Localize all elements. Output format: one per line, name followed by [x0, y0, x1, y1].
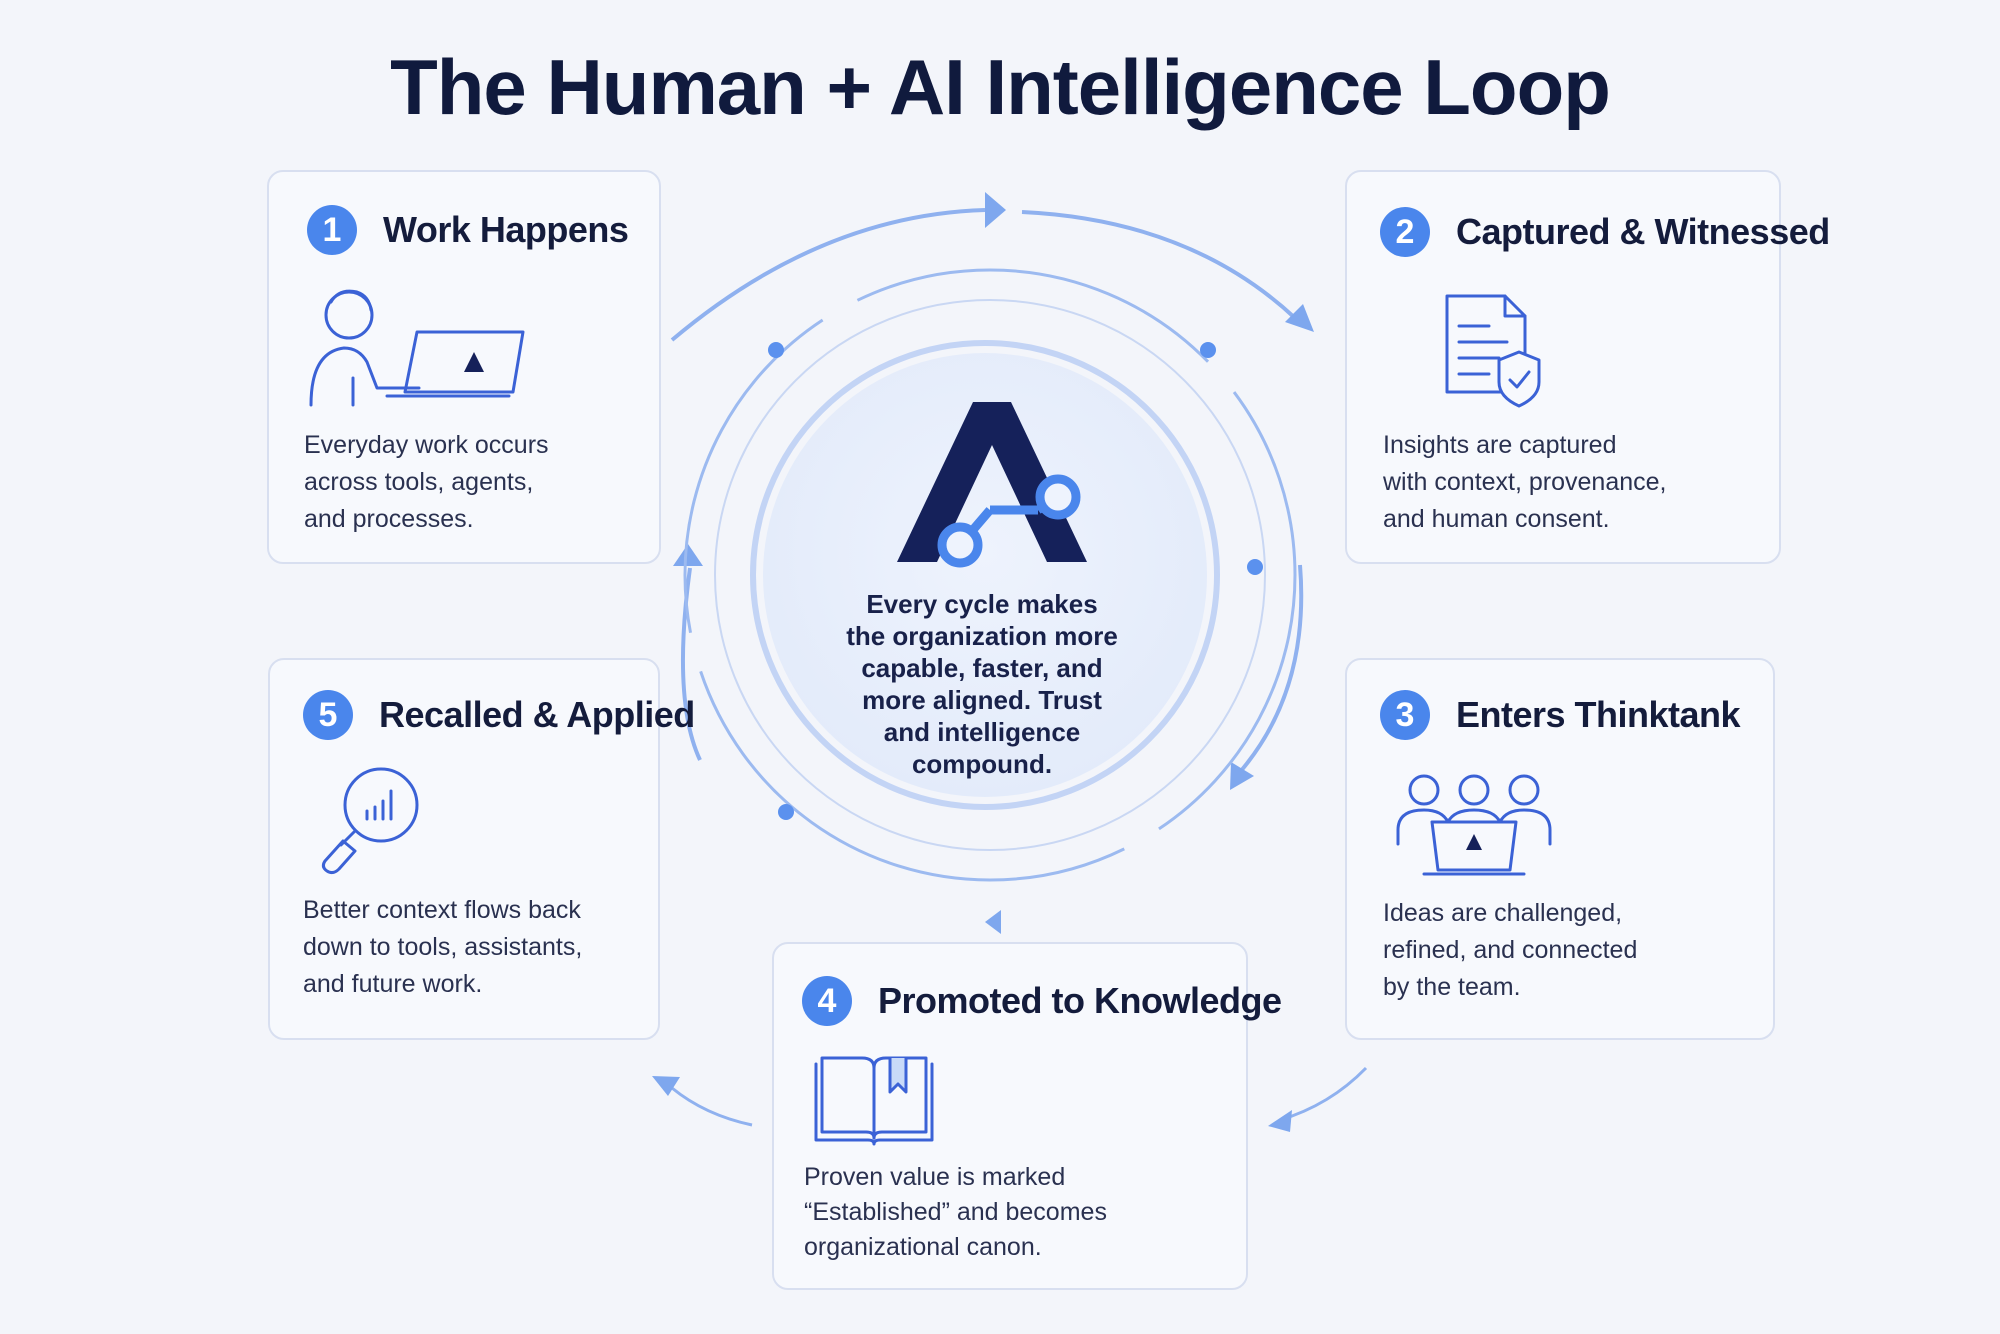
- step-description-line: and human consent.: [1383, 505, 1610, 533]
- flow-arrow-right: [1230, 762, 1254, 790]
- step-description: Everyday work occurs across tools, agent…: [304, 427, 549, 538]
- step-description-line: across tools, agents,: [304, 468, 534, 496]
- flow-arrow-left: [673, 544, 703, 566]
- step-description-line: down to tools, assistants,: [303, 933, 583, 961]
- step-number-badge: 4: [802, 976, 852, 1026]
- step-description-line: “Established” and becomes: [804, 1198, 1107, 1226]
- step-description-line: with context, provenance,: [1383, 468, 1667, 496]
- document-shield-icon: [1445, 294, 1541, 408]
- step-description-line: Insights are captured: [1383, 431, 1617, 459]
- center-logo-icon: [897, 402, 1087, 568]
- step-description-line: refined, and connected: [1383, 936, 1638, 964]
- step-number-badge: 1: [307, 205, 357, 255]
- step-description-line: Ideas are challenged,: [1383, 899, 1623, 927]
- step-card-promoted-to-knowledge: 4 Promoted to Knowledge Proven value is …: [772, 942, 1282, 1290]
- step-description-line: Better context flows back: [303, 896, 581, 924]
- step-description: Ideas are challenged, refined, and conne…: [1383, 895, 1637, 1006]
- step-description-line: organizational canon.: [804, 1233, 1042, 1261]
- flow-arrow-top: [985, 192, 1006, 228]
- step-description-line: by the team.: [1383, 973, 1521, 1001]
- center-caption-line: capable, faster, and: [861, 653, 1103, 683]
- flow-arrow-bottom-right: [1268, 1110, 1292, 1132]
- step-title: Promoted to Knowledge: [878, 980, 1282, 1021]
- step-description-line: and processes.: [304, 505, 474, 533]
- step-number-badge: 5: [303, 690, 353, 740]
- book-bookmark-icon: [814, 1056, 934, 1146]
- person-laptop-icon: [309, 289, 525, 407]
- center-caption: Every cycle makes the organization more …: [832, 588, 1132, 780]
- step-card-captured-witnessed: 2 Captured & Witnessed Insights are capt…: [1345, 170, 1830, 564]
- step-description: Better context flows back down to tools,…: [303, 892, 582, 1003]
- step-description-line: and future work.: [303, 970, 483, 998]
- step-title: Enters Thinktank: [1456, 694, 1741, 735]
- step-title: Work Happens: [383, 209, 629, 250]
- step-description: Proven value is marked “Established” and…: [804, 1160, 1107, 1265]
- flow-arrow-bottom: [985, 910, 1001, 934]
- ring-dot: [778, 804, 794, 820]
- flow-arc-top: [670, 208, 986, 342]
- ring-dot: [1200, 342, 1216, 358]
- ring-dot: [768, 342, 784, 358]
- step-description-line: Proven value is marked: [804, 1163, 1066, 1191]
- ring-outer: [683, 268, 1297, 882]
- step-card-enters-thinktank: 3 Enters Thinktank Ideas are challenged,…: [1345, 658, 1775, 1040]
- flow-arrow-bottom-left: [652, 1076, 680, 1096]
- center-caption-line: the organization more: [846, 621, 1118, 651]
- step-title: Recalled & Applied: [379, 694, 695, 735]
- step-card-recalled-applied: 5 Recalled & Applied Better context flow…: [268, 658, 695, 1040]
- magnifier-chart-icon: [321, 767, 419, 875]
- center-caption-line: compound.: [911, 749, 1053, 779]
- ring-inner: [750, 340, 1220, 810]
- flow-arc-bottom-right: [1279, 1066, 1368, 1122]
- page-title: The Human + AI Intelligence Loop: [390, 43, 1611, 131]
- center-disc: [763, 353, 1207, 797]
- step-card-work-happens: 1 Work Happens Everyday work occurs acro…: [267, 170, 661, 564]
- step-title: Captured & Witnessed: [1456, 211, 1830, 252]
- team-laptop-icon: [1396, 774, 1552, 876]
- center-caption-line: and intelligence: [883, 717, 1081, 747]
- ring-middle: [714, 299, 1266, 851]
- step-number-badge: 2: [1380, 207, 1430, 257]
- ring-dot: [1247, 559, 1263, 575]
- center-caption-line: Every cycle makes: [866, 589, 1098, 619]
- step-description: Insights are captured with context, prov…: [1383, 427, 1667, 538]
- flow-arc-bottom-left: [671, 1086, 753, 1127]
- flow-arc-right: [1238, 564, 1304, 774]
- step-number-badge: 3: [1380, 690, 1430, 740]
- step-description-line: Everyday work occurs: [304, 431, 549, 459]
- center-caption-line: more aligned. Trust: [862, 685, 1102, 715]
- flow-arrow-top-right: [1285, 304, 1314, 332]
- flow-arc-top-right: [1021, 210, 1297, 320]
